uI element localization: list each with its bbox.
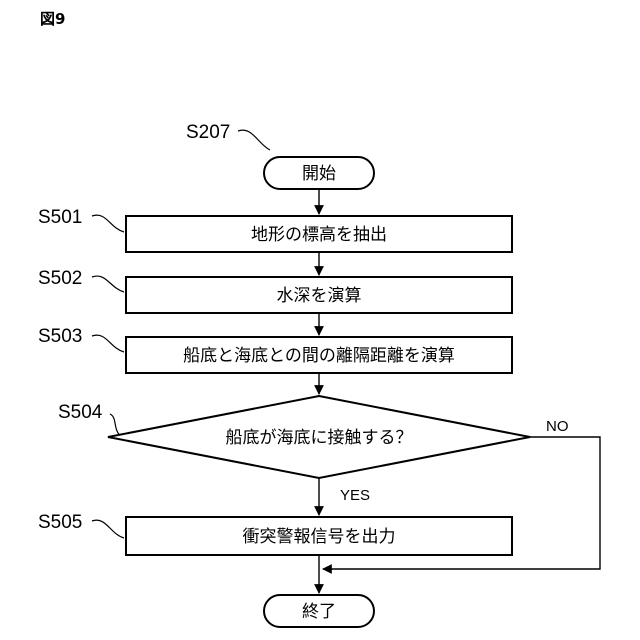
step-leader-s502 xyxy=(92,276,124,292)
decision-s504-label: 船底が海底に接触する？ xyxy=(226,428,413,448)
step-label-s505: S505 xyxy=(38,512,82,533)
start-label: 開始 xyxy=(302,164,336,184)
figure-title: 図9 xyxy=(40,10,65,28)
step-leader-s503 xyxy=(92,335,124,352)
process-s501-label: 地形の標高を抽出 xyxy=(251,225,387,245)
process-s505-label: 衝突警報信号を出力 xyxy=(243,527,396,547)
step-label-s207: S207 xyxy=(186,122,230,143)
branch-no-label: NO xyxy=(546,418,569,435)
branch-yes-label: YES xyxy=(340,487,370,504)
step-leader-s207 xyxy=(238,130,270,150)
process-s502-label: 水深を演算 xyxy=(277,286,362,306)
step-label-s501: S501 xyxy=(38,207,82,228)
step-leader-s504 xyxy=(110,414,122,437)
step-leader-s505 xyxy=(92,520,124,538)
process-s503-label: 船底と海底との間の離隔距離を演算 xyxy=(183,346,455,366)
end-label: 終了 xyxy=(302,602,336,622)
step-leader-s501 xyxy=(92,215,124,232)
step-label-s504: S504 xyxy=(58,402,103,423)
step-label-s502: S502 xyxy=(38,268,82,289)
step-label-s503: S503 xyxy=(38,326,82,347)
